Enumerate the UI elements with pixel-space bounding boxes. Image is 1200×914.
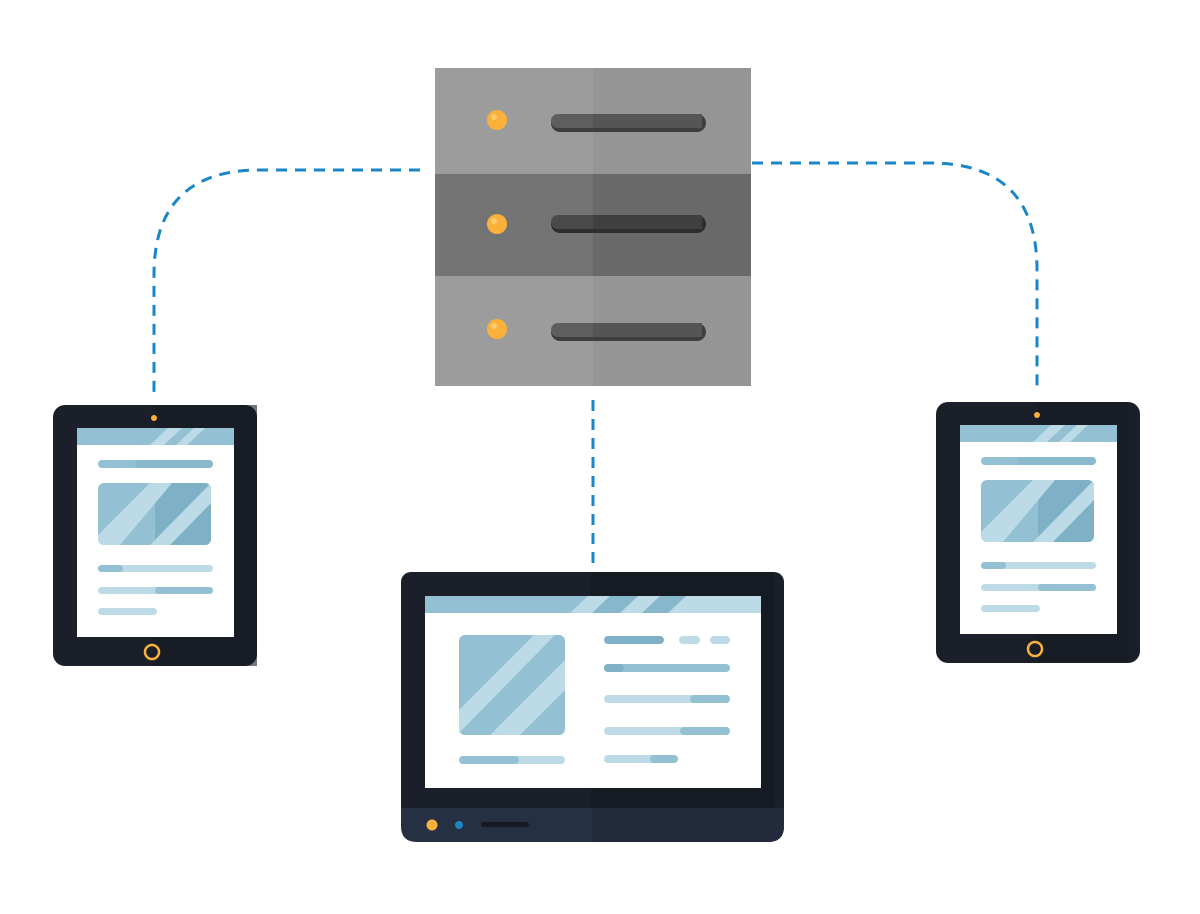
- tablet-right-text-line-3: [981, 605, 1040, 612]
- tablet-left-image: [98, 483, 211, 545]
- laptop-text-line-1: [604, 664, 730, 672]
- laptop-power-indicator: [426, 819, 438, 831]
- laptop-nav-line-2: [679, 636, 700, 644]
- server-led-2: [487, 214, 507, 234]
- link-server-to-right-tablet: [752, 161, 1039, 392]
- tablet-left-camera: [151, 415, 157, 421]
- tablet-right-header-bar: [960, 425, 1117, 442]
- tablet-left-text-line-1: [98, 565, 213, 572]
- tablet-right-text-line-1: [981, 562, 1096, 569]
- tablet-left: [53, 405, 257, 666]
- tablet-left-header-bar: [77, 428, 234, 445]
- laptop-nav-line-1: [604, 636, 664, 644]
- link-server-to-left-tablet: [152, 168, 420, 395]
- laptop-header-bar: [425, 596, 761, 613]
- server-unit-3: [435, 276, 751, 386]
- tablet-right: [936, 402, 1140, 663]
- server-led-1: [487, 110, 507, 130]
- server-rack: [435, 68, 751, 386]
- laptop: [401, 572, 784, 842]
- tablet-right-camera: [1034, 412, 1040, 418]
- server-unit-2: [435, 174, 751, 276]
- tablet-left-text-line-3: [98, 608, 157, 615]
- laptop-image: [459, 635, 565, 735]
- connection-lines: [152, 161, 1039, 565]
- server-led-3: [487, 319, 507, 339]
- tablet-right-home-button: [1026, 640, 1044, 658]
- laptop-status-indicator: [455, 821, 463, 829]
- server-unit-1: [435, 68, 751, 174]
- laptop-speaker-slot: [481, 822, 529, 827]
- laptop-nav-line-3: [710, 636, 730, 644]
- tablet-left-home-button: [143, 643, 161, 661]
- tablet-right-image: [981, 480, 1094, 542]
